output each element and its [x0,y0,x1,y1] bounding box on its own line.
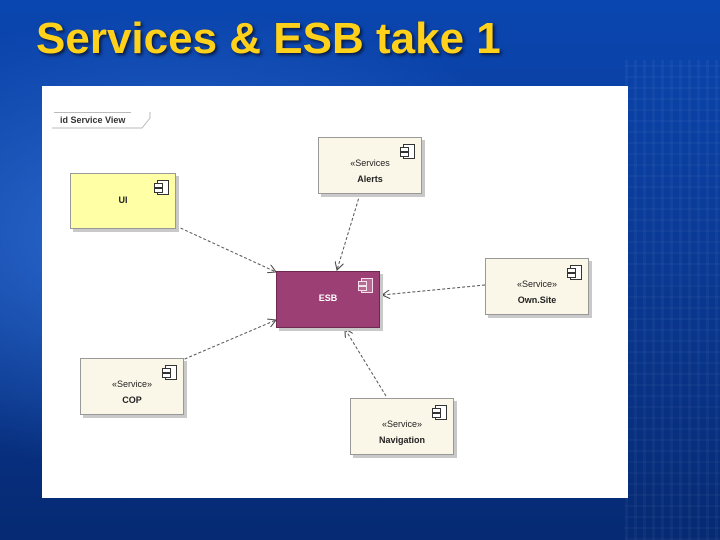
ownsite-component[interactable]: «Service» Own.Site [485,258,589,315]
cop-name: COP [122,395,142,405]
component-icon [154,180,169,195]
connector-ownsite-esb [382,284,486,295]
alerts-stereotype: «Services [350,158,390,168]
navigation-stereotype: «Service» [381,419,423,429]
component-icon [432,405,447,420]
connector-navigation-esb [345,329,387,397]
component-icon [567,265,582,280]
esb-name: ESB [318,293,338,303]
ui-component[interactable]: UI [70,173,176,229]
component-icon [162,365,177,380]
connector-ui-esb [175,225,276,272]
component-icon [358,278,373,293]
alerts-component[interactable]: «Services Alerts [318,137,422,194]
navigation-component[interactable]: «Service» Navigation [350,398,454,455]
frame-label: id Service View [54,112,132,127]
connector-alerts-esb [337,193,361,270]
connector-cop-esb [179,320,276,362]
connector-layer [52,112,486,397]
frame-tab-outline [52,112,151,129]
ui-name: UI [118,195,128,205]
diagram-canvas: id Service View «Services Alerts UI ESB … [42,86,628,498]
cop-stereotype: «Service» [111,379,153,389]
slide-title: Services & ESB take 1 [36,14,501,63]
alerts-name: Alerts [357,174,383,184]
ownsite-stereotype: «Service» [516,279,558,289]
cop-component[interactable]: «Service» COP [80,358,184,415]
navigation-name: Navigation [378,435,425,445]
ownsite-name: Own.Site [517,295,557,305]
esb-component[interactable]: ESB [276,271,380,328]
component-icon [400,144,415,159]
background-decoration [625,60,720,540]
